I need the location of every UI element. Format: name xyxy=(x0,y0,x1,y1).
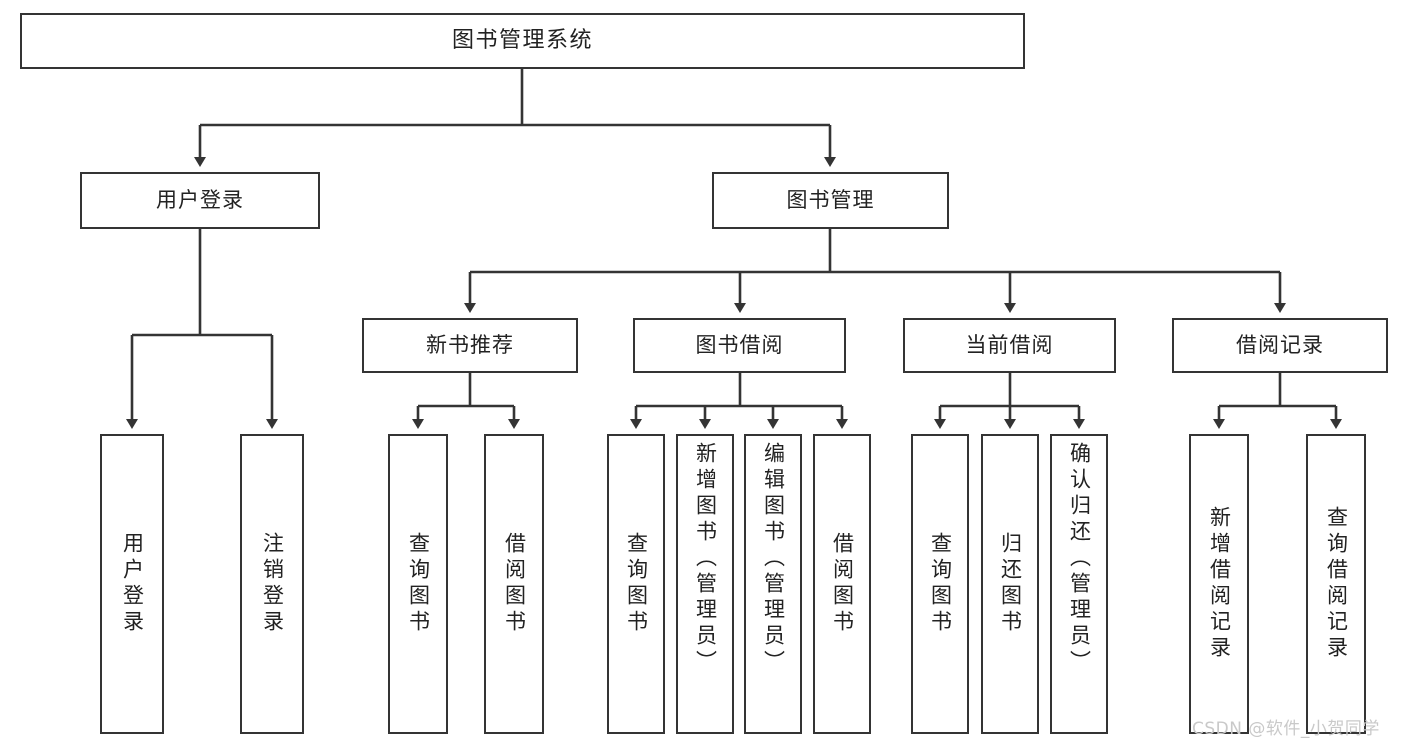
leaf-return-book-label: 归还图书 xyxy=(998,532,1023,636)
leaf-query-book-current-label: 查询图书 xyxy=(928,532,953,636)
leaf-logout-label: 注销登录 xyxy=(260,532,285,636)
leaf-query-book-borrow-label: 查询图书 xyxy=(624,532,649,636)
leaf-edit-book-admin-label: 编辑图书（管理员） xyxy=(761,442,786,676)
node-current-borrow[interactable]: 当前借阅 xyxy=(903,318,1116,373)
leaf-add-borrow-record[interactable]: 新增借阅记录 xyxy=(1189,434,1249,734)
node-new-book-recommend[interactable]: 新书推荐 xyxy=(362,318,578,373)
leaf-borrow-book-recommend-label: 借阅图书 xyxy=(502,532,527,636)
leaf-query-book-recommend-label: 查询图书 xyxy=(406,532,431,636)
leaf-borrow-book-label: 借阅图书 xyxy=(830,532,855,636)
leaf-query-borrow-record-label: 查询借阅记录 xyxy=(1324,506,1349,662)
leaf-query-borrow-record[interactable]: 查询借阅记录 xyxy=(1306,434,1366,734)
leaf-return-book[interactable]: 归还图书 xyxy=(981,434,1039,734)
node-borrow-record[interactable]: 借阅记录 xyxy=(1172,318,1388,373)
node-user-login-label: 用户登录 xyxy=(156,188,244,213)
csdn-watermark: CSDN @软件_小贺同学 xyxy=(1192,719,1380,739)
leaf-logout[interactable]: 注销登录 xyxy=(240,434,304,734)
leaf-user-login[interactable]: 用户登录 xyxy=(100,434,164,734)
leaf-confirm-return-admin-label: 确认归还（管理员） xyxy=(1067,442,1092,676)
node-new-book-recommend-label: 新书推荐 xyxy=(426,333,514,358)
node-current-borrow-label: 当前借阅 xyxy=(965,333,1054,358)
node-book-borrow-label: 图书借阅 xyxy=(695,333,784,358)
leaf-query-book-current[interactable]: 查询图书 xyxy=(911,434,969,734)
node-book-management-label: 图书管理 xyxy=(786,188,875,213)
node-root[interactable]: 图书管理系统 xyxy=(20,13,1025,69)
node-borrow-record-label: 借阅记录 xyxy=(1236,333,1324,358)
node-user-login[interactable]: 用户登录 xyxy=(80,172,320,229)
leaf-edit-book-admin[interactable]: 编辑图书（管理员） xyxy=(744,434,802,734)
leaf-borrow-book[interactable]: 借阅图书 xyxy=(813,434,871,734)
leaf-query-book-recommend[interactable]: 查询图书 xyxy=(388,434,448,734)
leaf-user-login-label: 用户登录 xyxy=(120,532,145,636)
leaf-confirm-return-admin[interactable]: 确认归还（管理员） xyxy=(1050,434,1108,734)
node-root-label: 图书管理系统 xyxy=(451,28,593,54)
leaf-query-book-borrow[interactable]: 查询图书 xyxy=(607,434,665,734)
node-book-management[interactable]: 图书管理 xyxy=(712,172,949,229)
leaf-borrow-book-recommend[interactable]: 借阅图书 xyxy=(484,434,544,734)
leaf-add-borrow-record-label: 新增借阅记录 xyxy=(1207,506,1232,662)
leaf-add-book-admin[interactable]: 新增图书（管理员） xyxy=(676,434,734,734)
node-book-borrow[interactable]: 图书借阅 xyxy=(633,318,846,373)
leaf-add-book-admin-label: 新增图书（管理员） xyxy=(693,442,718,676)
